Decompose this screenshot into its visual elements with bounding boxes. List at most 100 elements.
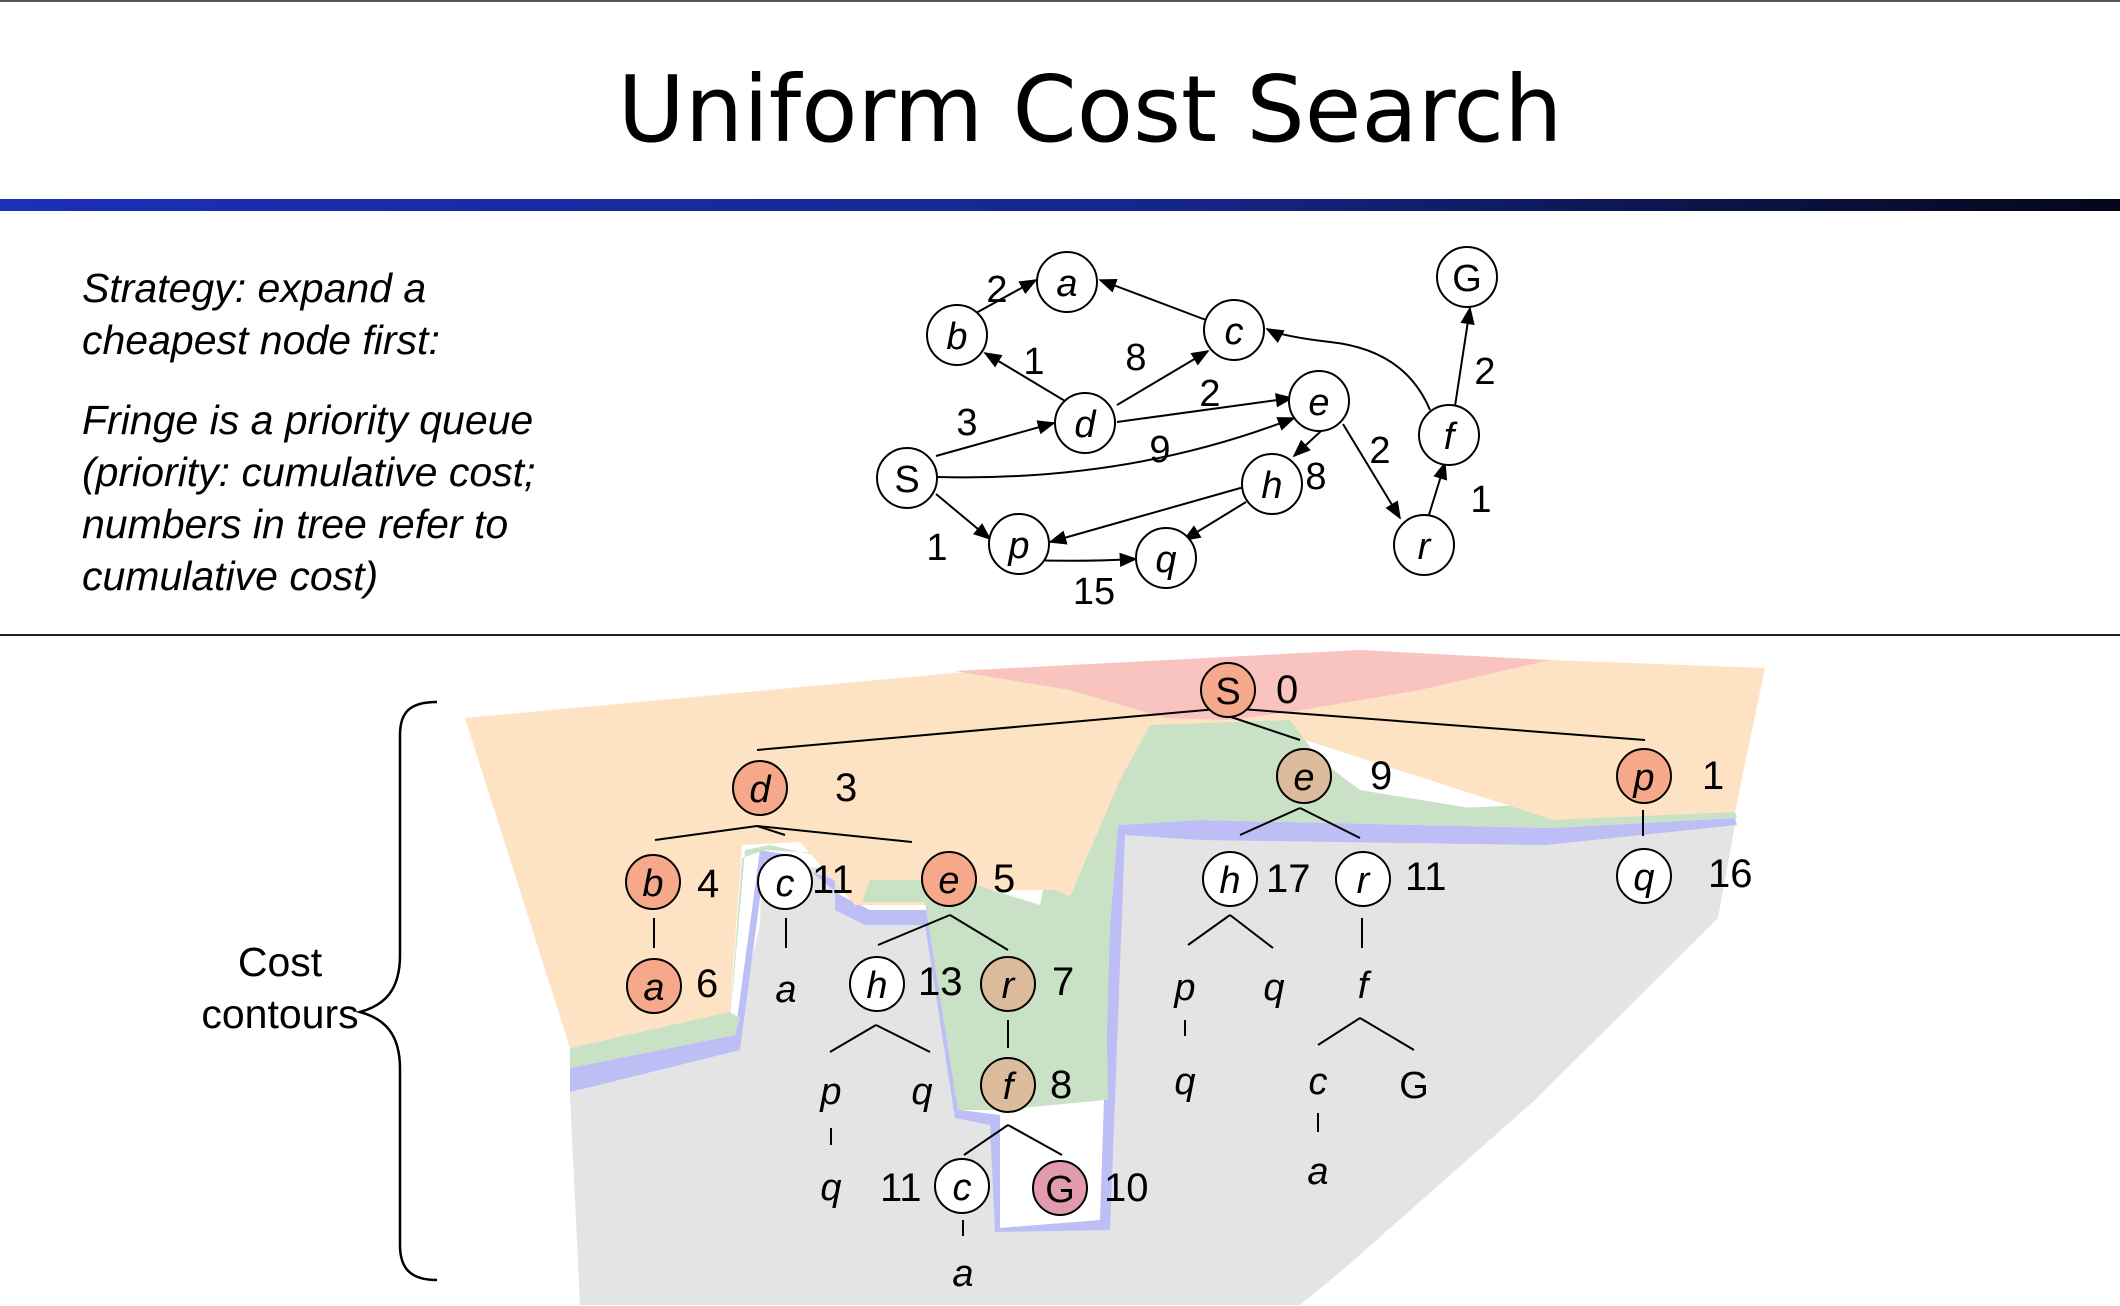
graph-node-r: r bbox=[1393, 514, 1455, 576]
graph-node-c: c bbox=[1203, 299, 1265, 361]
edge-f-G bbox=[1454, 306, 1475, 407]
graph-node-S: S bbox=[876, 447, 938, 509]
svg-text:c: c bbox=[776, 863, 795, 905]
tree-node-e1: e bbox=[1276, 748, 1332, 804]
tree-leaf-q4: q bbox=[1174, 1061, 1195, 1103]
edge-S-p bbox=[935, 493, 992, 541]
edge-S-d bbox=[935, 420, 1056, 457]
tree-cost-h1: 17 bbox=[1266, 857, 1311, 901]
cost-d-c: 8 bbox=[1125, 337, 1146, 379]
tree-node-a1: a bbox=[626, 958, 682, 1014]
fringe-line: numbers in tree refer to bbox=[82, 501, 509, 547]
top-rule bbox=[0, 0, 2120, 2]
tree-cost-h2: 13 bbox=[918, 960, 963, 1004]
tree-leaf-p3: p bbox=[1173, 967, 1195, 1009]
tree-node-e2: e bbox=[921, 851, 977, 907]
tree-edge bbox=[756, 707, 1229, 751]
tree-node-f1: f bbox=[980, 1057, 1036, 1113]
svg-text:c: c bbox=[1225, 311, 1244, 353]
tree-edges bbox=[653, 707, 1646, 1236]
edge-b-a bbox=[975, 279, 1038, 314]
contour-label-line: Cost bbox=[238, 939, 323, 985]
tree-cost-S: 0 bbox=[1276, 668, 1298, 712]
svg-text:d: d bbox=[749, 769, 772, 811]
edge-S-e bbox=[936, 417, 1296, 479]
tree-node-r2: r bbox=[980, 956, 1036, 1012]
tree-edge bbox=[654, 825, 758, 841]
fringe-line: Fringe is a priority queue bbox=[82, 397, 534, 443]
tree-edge bbox=[963, 1124, 1009, 1156]
svg-text:r: r bbox=[1002, 965, 1016, 1007]
contour-gray bbox=[570, 825, 1735, 1305]
tree-cost-b: 4 bbox=[697, 862, 719, 906]
tree-node-p1: p bbox=[1616, 748, 1672, 804]
cost-e-r: 2 bbox=[1369, 430, 1390, 472]
edge-d-e bbox=[1116, 393, 1294, 423]
edge-d-c bbox=[1116, 350, 1210, 406]
tree-edge bbox=[1317, 1017, 1361, 1046]
tree-cost-e2: 5 bbox=[993, 857, 1015, 901]
cost-S-e: 9 bbox=[1149, 429, 1170, 471]
edge-d-b bbox=[983, 352, 1071, 405]
tree-cost-p1: 1 bbox=[1702, 754, 1724, 798]
tree-leaf-p2: p bbox=[819, 1071, 841, 1113]
tree-edge bbox=[1229, 914, 1274, 949]
cost-p-q: 15 bbox=[1073, 571, 1115, 613]
tree-edge bbox=[1187, 914, 1231, 946]
graph-node-q: q bbox=[1135, 527, 1197, 589]
tree-node-h2: h bbox=[849, 956, 905, 1012]
graph-node-b: b bbox=[926, 304, 988, 366]
svg-text:S: S bbox=[894, 459, 919, 501]
edge-r-f bbox=[1427, 461, 1448, 519]
svg-text:h: h bbox=[1261, 465, 1282, 507]
contour-orange bbox=[465, 660, 1765, 1048]
curly-brace bbox=[355, 700, 438, 1282]
svg-text:G: G bbox=[1045, 1169, 1075, 1211]
svg-text:h: h bbox=[1219, 860, 1240, 902]
tree-cost-c1: 11 bbox=[812, 858, 854, 902]
tree-edge bbox=[875, 1024, 931, 1053]
edge-f-c bbox=[1265, 328, 1431, 411]
svg-text:a: a bbox=[1056, 263, 1077, 305]
tree-edge bbox=[1359, 1017, 1415, 1051]
tree-cost-q1: 16 bbox=[1708, 852, 1753, 896]
svg-text:e: e bbox=[1308, 382, 1329, 424]
tree-leaf-G2: G bbox=[1399, 1065, 1429, 1107]
tree-leaf-q5: q bbox=[820, 1167, 841, 1209]
svg-text:p: p bbox=[1632, 757, 1654, 799]
svg-text:e: e bbox=[938, 860, 959, 902]
contour-green-middle bbox=[862, 720, 1737, 1110]
cost-f-G: 2 bbox=[1474, 351, 1495, 393]
tree-cost-e1: 9 bbox=[1370, 754, 1392, 798]
tree-cost-c2: 11 bbox=[880, 1166, 922, 1210]
state-graph: 2 1 8 3 2 9 8 2 2 1 1 15 S b a d c e bbox=[876, 246, 1498, 613]
tree-cost-G1: 10 bbox=[1104, 1166, 1149, 1210]
graph-node-h: h bbox=[1241, 453, 1303, 515]
slide-title: Uniform Cost Search bbox=[617, 56, 1563, 163]
search-tree: S 0 d 3 e 9 p 1 b 4 c 11 e 5 h 17 r 11 bbox=[625, 662, 1753, 1295]
cost-S-d: 3 bbox=[956, 402, 977, 444]
svg-text:p: p bbox=[1007, 525, 1029, 567]
tree-leaf-q3: q bbox=[1263, 967, 1284, 1009]
tree-cost-r1: 11 bbox=[1405, 855, 1447, 899]
edge-h-q bbox=[1182, 501, 1247, 541]
tree-edge bbox=[1299, 807, 1361, 839]
strategy-paragraph: Strategy: expand a cheapest node first: bbox=[82, 262, 642, 366]
tree-edge bbox=[1239, 807, 1301, 836]
cost-d-b: 1 bbox=[1023, 341, 1044, 383]
contour-blue bbox=[570, 818, 1737, 1232]
tree-edge bbox=[829, 1024, 877, 1053]
title-underline-band bbox=[0, 199, 2120, 211]
svg-text:f: f bbox=[1003, 1066, 1017, 1108]
tree-edge bbox=[1227, 715, 1301, 741]
contour-label-line: contours bbox=[201, 991, 358, 1037]
tree-edge bbox=[756, 825, 913, 843]
svg-text:G: G bbox=[1452, 258, 1482, 300]
tree-node-q1: q bbox=[1616, 848, 1672, 904]
edge-h-p bbox=[1048, 486, 1245, 545]
svg-text:S: S bbox=[1215, 671, 1240, 713]
tree-leaf-a2: a bbox=[775, 969, 796, 1011]
svg-text:q: q bbox=[1633, 857, 1654, 899]
tree-edge bbox=[949, 914, 1009, 951]
